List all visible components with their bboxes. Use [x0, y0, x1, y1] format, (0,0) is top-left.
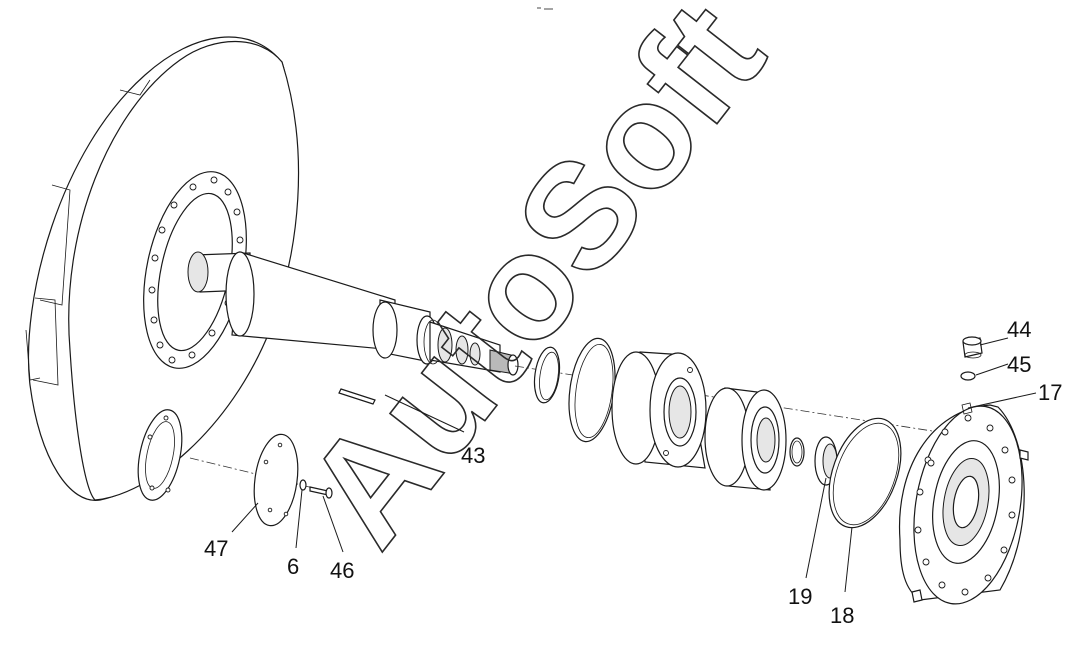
callout-18: 18: [830, 603, 854, 628]
end-cover-17: [898, 404, 1029, 605]
bolt-46: [309, 486, 333, 499]
top-mark: [537, 7, 553, 10]
circlip-small: [533, 346, 561, 404]
callout-43: 43: [461, 443, 485, 468]
callout-47: 47: [204, 536, 228, 561]
callout-44: 44: [1007, 317, 1031, 342]
washer-6: [299, 479, 307, 491]
key-43: [338, 388, 376, 405]
cover-bolt-holes: [914, 414, 1016, 596]
callout-45: 45: [1007, 352, 1031, 377]
callout-17: 17: [1038, 380, 1062, 405]
o-ring-18: [828, 417, 902, 529]
leader-lines: [231, 337, 1037, 593]
o-ring-small: [789, 437, 805, 467]
plug-44: [962, 336, 983, 359]
seal-45: [960, 371, 976, 381]
callout-19: 19: [788, 584, 812, 609]
callout-46: 46: [330, 558, 354, 583]
cover-plate-47: [253, 433, 299, 527]
bearing: [704, 387, 787, 491]
callout-6: 6: [287, 554, 299, 579]
shaft: [187, 251, 519, 376]
hub: [611, 351, 707, 469]
